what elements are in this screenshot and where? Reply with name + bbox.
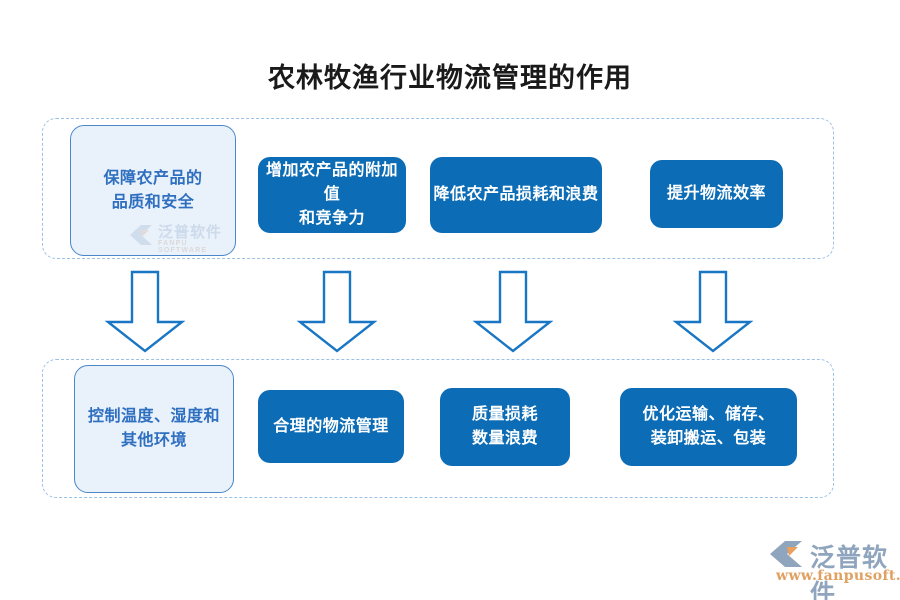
node-quality-quantity-loss[interactable]: 质量损耗 数量浪费 [440,388,570,466]
node-label: 增加农产品的附加值 和竞争力 [265,162,398,227]
node-label: 合理的物流管理 [273,417,389,435]
page-title: 农林牧渔行业物流管理的作用 [268,63,632,94]
node-optimize-transport-storage[interactable]: 优化运输、储存、 装卸搬运、包装 [620,388,797,466]
node-reduce-loss-waste[interactable]: 降低农产品损耗和浪费 [430,157,602,233]
node-label: 质量损耗 数量浪费 [471,406,538,447]
node-label: 保障农产品的 品质和安全 [103,169,203,211]
node-label: 控制温度、湿度和 其他环境 [87,408,220,449]
node-rational-logistics-management[interactable]: 合理的物流管理 [258,390,404,463]
logo-brand-name: 泛普软件 [810,544,889,600]
fanpu-logo-icon [770,541,802,567]
node-control-temperature-humidity[interactable]: 控制温度、湿度和 其他环境 [74,365,234,493]
arrow-down-icon [104,270,186,353]
node-label: 降低农产品损耗和浪费 [433,186,599,203]
node-ensure-quality-safety[interactable]: 保障农产品的 品质和安全 [70,125,236,256]
node-improve-logistics-efficiency[interactable]: 提升物流效率 [650,160,783,228]
node-label: 优化运输、储存、 装卸搬运、包装 [642,406,775,447]
logo-url: www.fanpusoft.com [776,568,900,584]
node-increase-added-value[interactable]: 增加农产品的附加值 和竞争力 [258,157,406,233]
measures-group-container [42,359,834,498]
arrow-down-icon [672,270,754,353]
node-label: 提升物流效率 [666,185,766,202]
fanpu-brand-logo: 泛普软件 www.fanpusoft.com [766,538,900,600]
benefits-group-container [42,118,834,259]
arrow-down-icon [472,270,554,353]
arrow-down-icon [296,270,378,353]
